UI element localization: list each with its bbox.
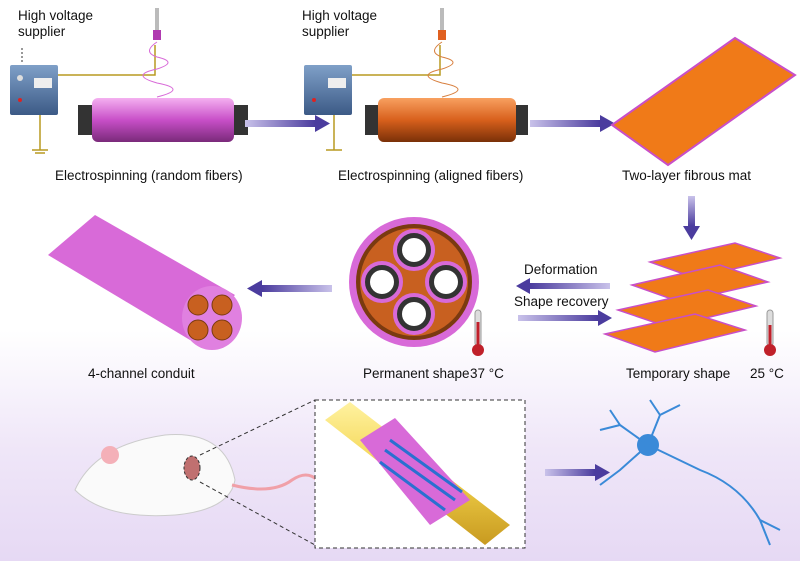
caption-4-channel-conduit: 4-channel conduit: [88, 366, 195, 381]
electrospinning-aligned-setup: [304, 8, 528, 151]
label-deformation: Deformation: [524, 262, 598, 277]
supplier-line2: supplier: [302, 24, 350, 39]
neuron-illustration: [599, 399, 781, 546]
implanted-conduit-inset: [314, 399, 526, 549]
permanent-shape-cross-section: [349, 217, 479, 347]
label-shape-recovery: Shape recovery: [514, 294, 609, 309]
electrospinning-random-setup: [10, 8, 248, 154]
caption-aligned-fibers: Electrospinning (aligned fibers): [338, 168, 524, 183]
caption-random-fibers: Electrospinning (random fibers): [55, 168, 243, 183]
four-channel-conduit: [48, 215, 242, 350]
supplier-line1: High voltage: [18, 8, 94, 23]
supplier-line1: High voltage: [302, 8, 378, 23]
two-layer-mat: [610, 36, 797, 167]
caption-fibrous-mat: Two-layer fibrous mat: [622, 168, 752, 183]
temperature-25: 25 °C: [750, 366, 784, 381]
temporary-shape-strips: [602, 242, 783, 353]
supplier-line2: supplier: [18, 24, 66, 39]
caption-permanent-shape: Permanent shape: [363, 366, 470, 381]
temperature-37: 37 °C: [470, 366, 504, 381]
arrow-1: [245, 120, 315, 127]
thermometer-icon-37: [472, 309, 484, 356]
caption-temporary-shape: Temporary shape: [626, 366, 731, 381]
thermometer-icon-25: [764, 309, 776, 356]
rat-illustration: [74, 434, 319, 517]
